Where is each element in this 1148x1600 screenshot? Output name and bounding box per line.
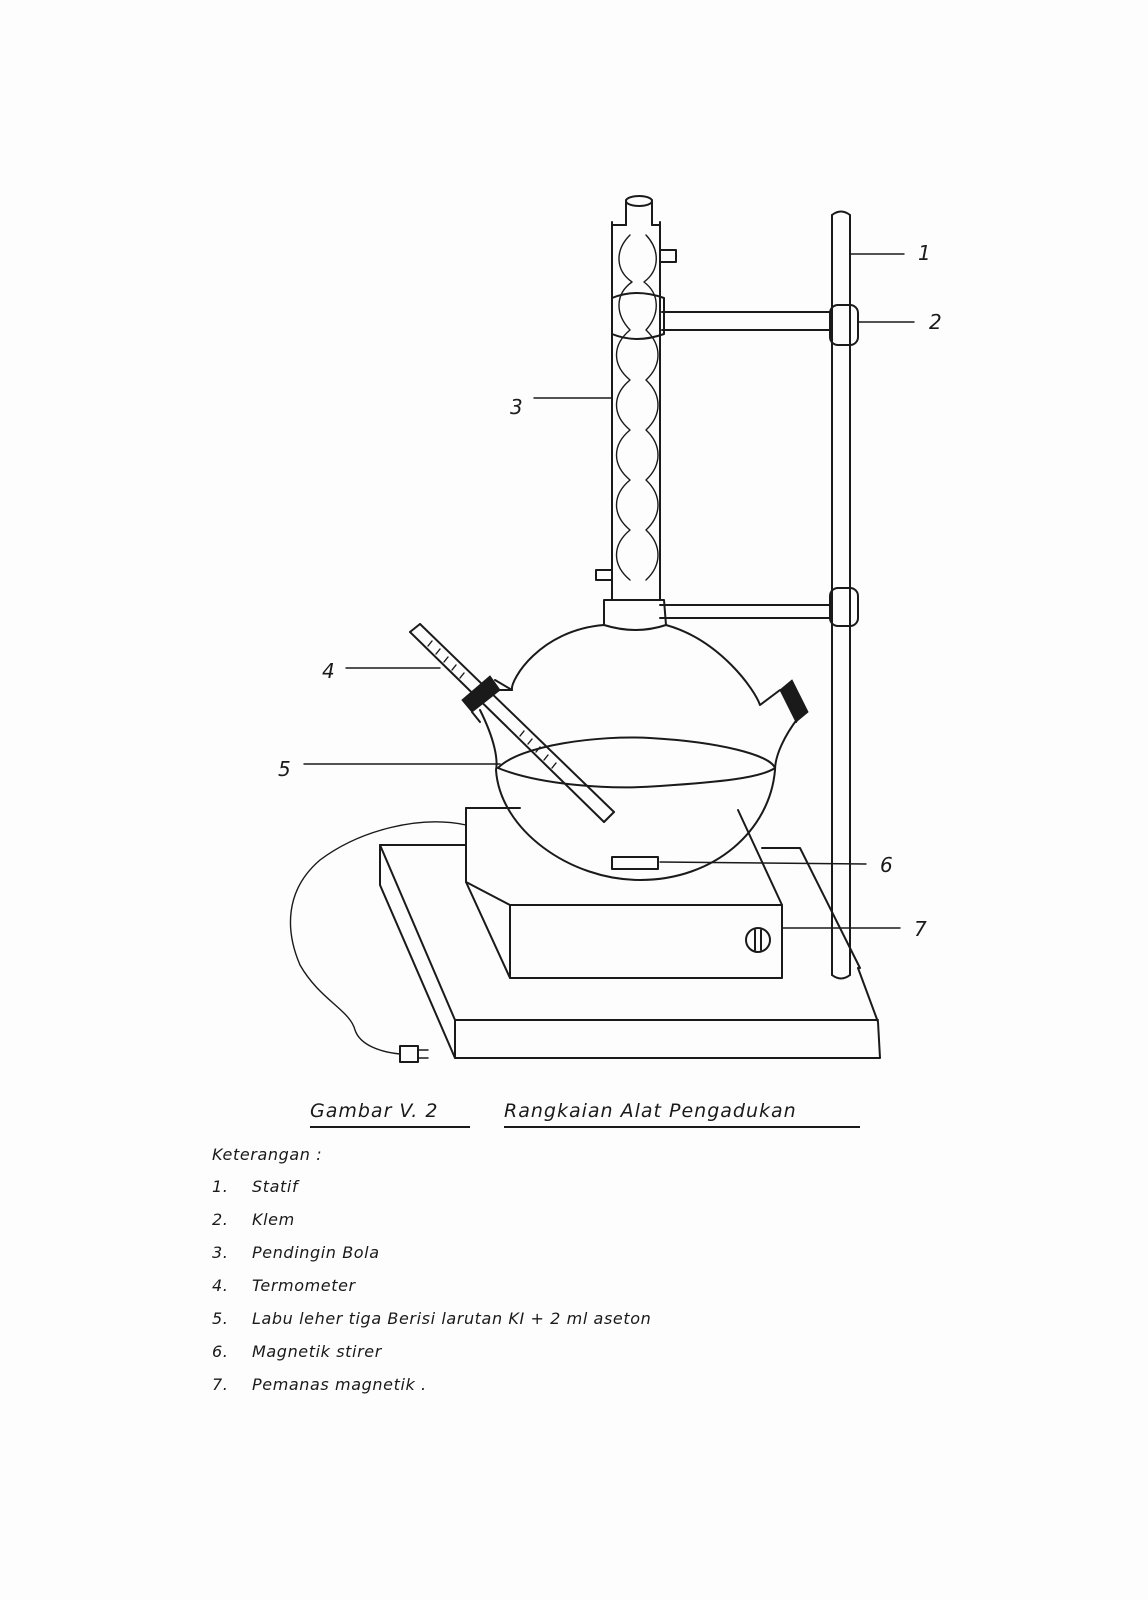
callout-2: 2 bbox=[929, 310, 942, 334]
figure-title: Rangkaian Alat Pengadukan bbox=[504, 1100, 860, 1128]
legend-item-text: Labu leher tiga Berisi larutan KI + 2 ml… bbox=[252, 1309, 652, 1328]
legend-item-termometer: 4. Termometer bbox=[212, 1269, 651, 1302]
legend-item-text: Magnetik stirer bbox=[252, 1342, 382, 1361]
power-cord bbox=[289, 821, 467, 1063]
lower-clamp bbox=[659, 587, 859, 627]
legend-item-number: 7. bbox=[212, 1375, 229, 1394]
legend-item-number: 3. bbox=[212, 1243, 229, 1262]
stand-base bbox=[379, 844, 881, 1059]
plug-icon bbox=[399, 1045, 419, 1063]
legend-item-number: 5. bbox=[212, 1309, 229, 1328]
legend-item-klem: 2. Klem bbox=[212, 1203, 651, 1236]
legend-item-number: 4. bbox=[212, 1276, 229, 1295]
callout-6: 6 bbox=[880, 853, 893, 877]
apparatus-diagram: 1 2 3 4 5 6 7 bbox=[278, 195, 942, 1063]
legend-item-labu: 5. Labu leher tiga Berisi larutan KI + 2 … bbox=[212, 1302, 651, 1335]
legend-item-number: 2. bbox=[212, 1210, 229, 1229]
three-neck-flask bbox=[461, 624, 809, 881]
callout-lines bbox=[303, 253, 915, 929]
callout-5: 5 bbox=[278, 757, 291, 781]
callout-7: 7 bbox=[914, 917, 927, 941]
figure-number: Gambar V. 2 bbox=[310, 1100, 470, 1128]
legend-item-text: Pemanas magnetik . bbox=[252, 1375, 427, 1394]
legend-item-text: Klem bbox=[252, 1210, 295, 1229]
legend-item-pemanas: 7. Pemanas magnetik . bbox=[212, 1368, 651, 1401]
bulb-condenser bbox=[595, 195, 677, 631]
callout-1: 1 bbox=[918, 241, 931, 265]
legend-item-text: Termometer bbox=[252, 1276, 356, 1295]
upper-clamp bbox=[661, 304, 859, 346]
legend-list: 1. Statif 2. Klem 3. Pendingin Bola 4. Termo… bbox=[212, 1170, 651, 1401]
callout-3: 3 bbox=[510, 395, 523, 419]
callout-4: 4 bbox=[322, 659, 335, 683]
legend-item-pendingin-bola: 3. Pendingin Bola bbox=[212, 1236, 651, 1269]
legend-item-statif: 1. Statif bbox=[212, 1170, 651, 1203]
legend: Keterangan : 1. Statif 2. Klem 3. Pendingin… bbox=[212, 1145, 651, 1401]
thermometer bbox=[409, 623, 615, 823]
legend-title: Keterangan : bbox=[212, 1145, 323, 1164]
legend-item-text: Statif bbox=[252, 1177, 299, 1196]
legend-item-number: 6. bbox=[212, 1342, 229, 1361]
magnetic-stir-bar bbox=[611, 856, 659, 870]
heater-knob-icon bbox=[745, 927, 771, 953]
legend-item-stirer: 6. Magnetik stirer bbox=[212, 1335, 651, 1368]
legend-item-number: 1. bbox=[212, 1177, 229, 1196]
magnetic-heater bbox=[465, 807, 783, 979]
legend-item-text: Pendingin Bola bbox=[252, 1243, 380, 1262]
